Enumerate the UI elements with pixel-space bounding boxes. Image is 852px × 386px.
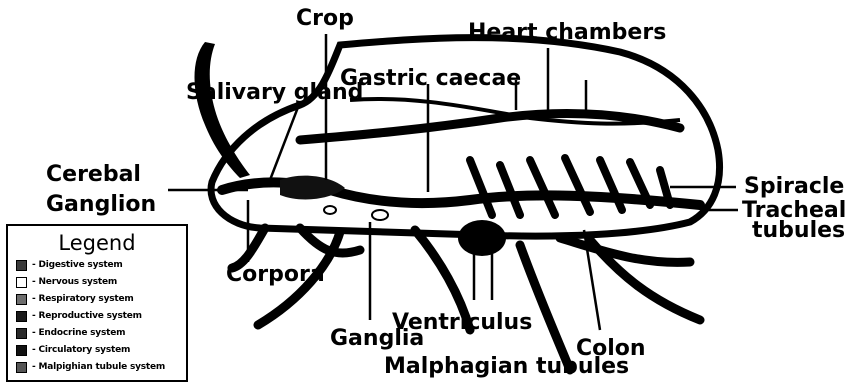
legend-item-nervous: - Nervous system bbox=[16, 275, 117, 289]
label-ganglion: Ganglion bbox=[46, 194, 156, 216]
label-corpora: Corpora bbox=[226, 264, 325, 286]
legend-item-label: - Digestive system bbox=[32, 260, 123, 270]
legend-item-label: - Circulatory system bbox=[32, 345, 130, 355]
circulatory-swatch bbox=[16, 345, 27, 356]
legend-item-digestive: - Digestive system bbox=[16, 258, 123, 272]
nerve-ganglia bbox=[324, 206, 388, 220]
tracheal-tubules bbox=[470, 158, 670, 215]
legend-item-label: - Malpighian tubule system bbox=[32, 363, 172, 372]
label-heart-chambers: Heart chambers bbox=[468, 22, 666, 44]
legend-item-respiratory: - Respiratory system bbox=[16, 292, 134, 306]
label-tubules: tubules bbox=[752, 220, 845, 242]
malpighian-swatch bbox=[16, 362, 27, 373]
legend-item-circulatory: - Circulatory system bbox=[16, 343, 130, 357]
label-spiracle: Spiracle bbox=[744, 176, 844, 198]
nervous-swatch bbox=[16, 277, 27, 288]
digestive-swatch bbox=[16, 260, 27, 271]
label-ganglia: Ganglia bbox=[330, 328, 424, 350]
legend-item-reproductive: - Reproductive system bbox=[16, 309, 142, 323]
ventriculus-blob bbox=[458, 220, 506, 256]
legend-item-label: - Reproductive system bbox=[32, 311, 142, 321]
legend-title: Legend bbox=[8, 231, 186, 255]
legend-panel: Legend - Digestive system - Nervous syst… bbox=[6, 224, 188, 382]
label-cerebal: Cerebal bbox=[46, 164, 141, 186]
legend-item-label: - Respiratory system bbox=[32, 294, 134, 304]
label-crop: Crop bbox=[296, 8, 354, 30]
label-gastric-caecae: Gastric caecae bbox=[340, 68, 521, 90]
legend-item-endocrine: - Endocrine system bbox=[16, 326, 125, 340]
respiratory-swatch bbox=[16, 294, 27, 305]
endocrine-swatch bbox=[16, 328, 27, 339]
reproductive-swatch bbox=[16, 311, 27, 322]
label-salivary-gland: Salivary gland bbox=[186, 82, 363, 104]
legend-item-label: - Endocrine system bbox=[32, 328, 125, 338]
label-malphagian-tubules: Malphagian tubules bbox=[384, 356, 629, 378]
legend-item-malpighian: - Malpighian tubule system bbox=[16, 360, 172, 374]
legend-item-label: - Nervous system bbox=[32, 277, 117, 287]
dorsal-vessel bbox=[300, 113, 680, 140]
